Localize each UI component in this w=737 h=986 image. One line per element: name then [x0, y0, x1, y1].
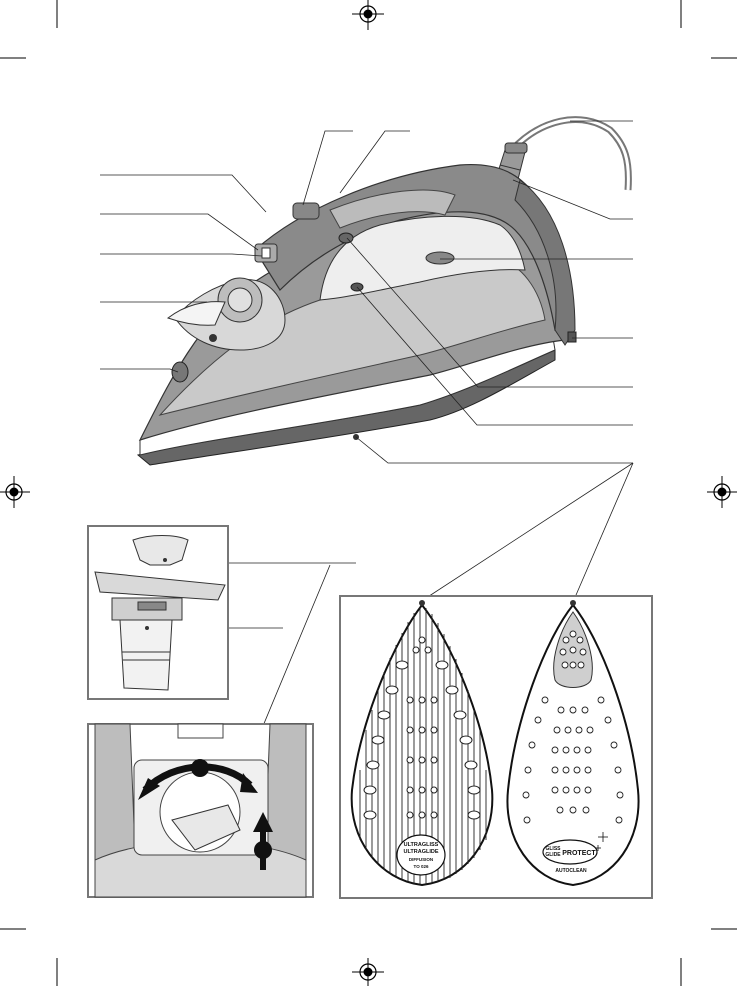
soleplate-left-logo-line2: ULTRAGLIDE [403, 849, 438, 855]
steam-boost-button [292, 202, 320, 220]
soleplate-left: ULTRAGLISS ULTRAGLIDE DIFFUSION TO 026 [350, 600, 494, 887]
callout-lines [100, 120, 634, 811]
spray-nozzle [171, 361, 189, 383]
thermostat-light [425, 251, 455, 265]
soleplate-right-logo-brand: PROTECT [562, 850, 596, 857]
sparkle-icon [595, 832, 608, 851]
steam-control [338, 232, 354, 244]
soleplate-left-logo-line1: ULTRAGLISS [404, 842, 439, 848]
soleplate-right-logo-line1: GLISS [545, 846, 561, 852]
iron-illustration [136, 116, 632, 466]
soleplate-left-logo-line4: TO 026 [414, 864, 429, 869]
registration-mark-top [352, 0, 384, 30]
inset-rotate-valve [87, 723, 314, 898]
filler-flap [166, 301, 226, 326]
soleplate-left-logo-line3: DIFFUSION [409, 857, 433, 862]
registration-mark-left [0, 476, 30, 508]
soleplate-right-logo-sub: AUTOCLEAN [555, 868, 587, 874]
inset-soleplates: ULTRAGLISS ULTRAGLIDE DIFFUSION TO 026 [339, 595, 653, 899]
soleplate-right-logo-line2: GLIDE [545, 852, 561, 858]
registration-mark-bottom [352, 958, 384, 986]
registration-mark-right [707, 476, 737, 508]
soleplate-right: GLISS GLIDE PROTECT AUTOCLEAN [506, 600, 640, 887]
inset-anticalc-valve [87, 525, 229, 700]
